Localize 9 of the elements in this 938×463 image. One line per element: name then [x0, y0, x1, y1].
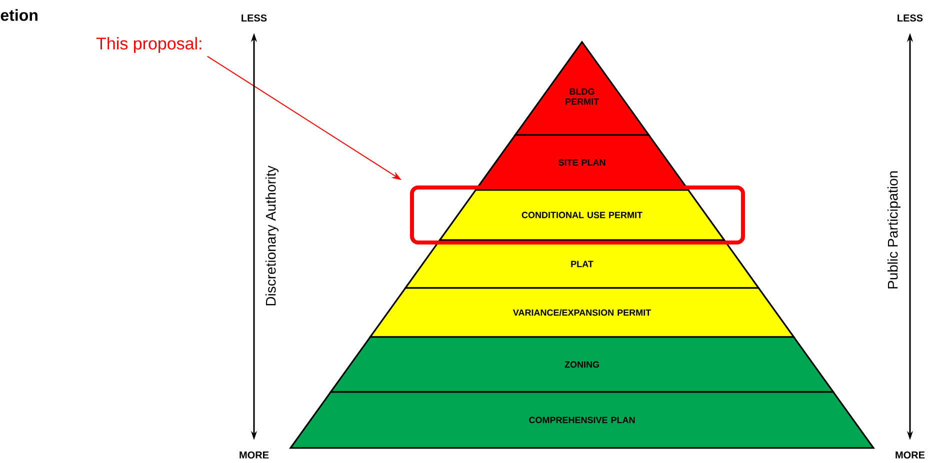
axis-label: Discretionary Authority	[265, 166, 279, 306]
axis-end-label: MORE	[896, 451, 925, 459]
axis-label: Public Participation	[887, 171, 901, 288]
axis-end-label: MORE	[240, 451, 269, 459]
highlight-box	[410, 186, 745, 244]
axis-end-label: LESS	[898, 14, 923, 22]
axis-end-label: LESS	[242, 14, 267, 22]
heading: etion	[0, 9, 38, 21]
callout-text: This proposal:	[96, 37, 202, 53]
